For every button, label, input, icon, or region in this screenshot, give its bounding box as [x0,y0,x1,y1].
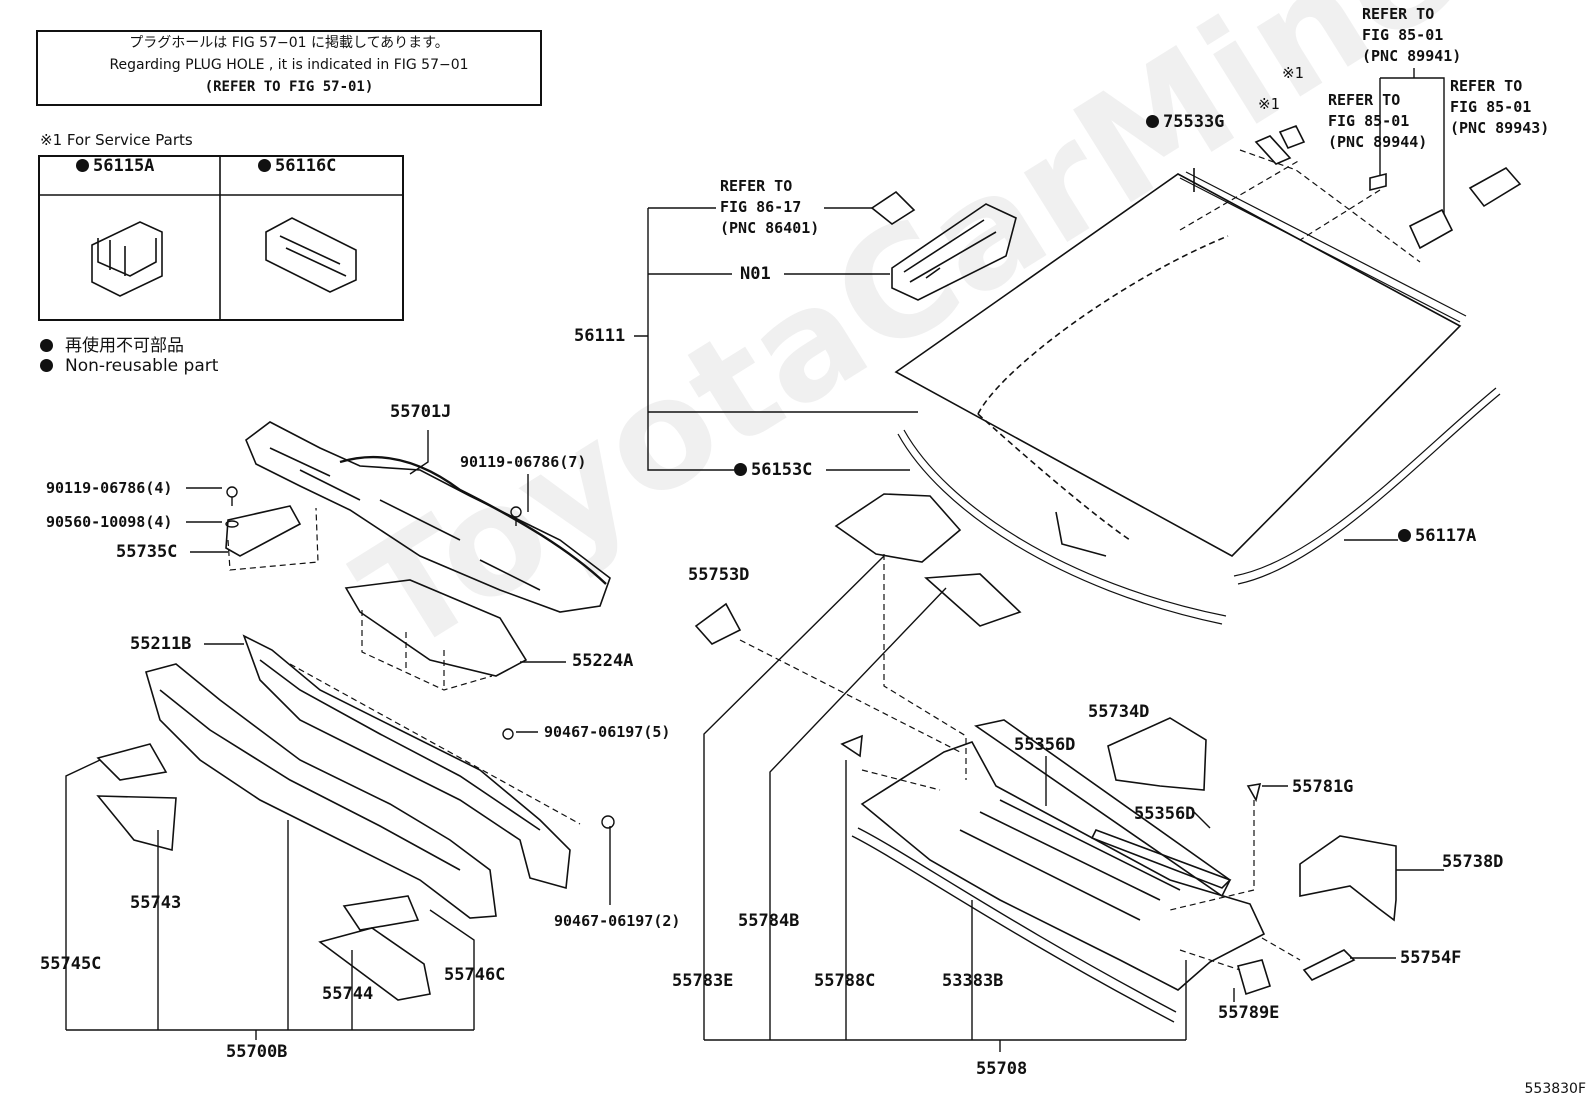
cowl-top-55701j-drawing [245,421,611,613]
clip-56116c-drawing [265,217,357,293]
ref-line: (PNC 89944) [1328,133,1428,151]
refer-pnc-89944[interactable]: REFER TO FIG 85-01 (PNC 89944) [1328,90,1427,153]
windshield-glass-drawing [894,173,1462,557]
part-55783e[interactable]: 55783E [672,971,734,991]
part-56116c[interactable]: 56116C [258,157,336,193]
cowl-louver-55708-drawing [860,741,1266,991]
service-parts-title: ※1 For Service Parts [40,131,193,149]
part-55211b[interactable]: 55211B [130,634,192,654]
part-55744[interactable]: 55744 [322,984,374,1004]
ref-line: REFER TO [720,177,793,195]
refer-pnc-89941[interactable]: REFER TO FIG 85-01 (PNC 89941) [1362,4,1461,67]
part-55708[interactable]: 55708 [976,1059,1028,1079]
part-55745c[interactable]: 55745C [40,954,102,974]
part-53383b[interactable]: 53383B [942,971,1004,991]
clip-90467-06197-5[interactable]: 90467-06197(5) [544,723,671,741]
refer-pnc-89943[interactable]: REFER TO FIG 85-01 (PNC 89943) [1450,76,1549,139]
part-55788c[interactable]: 55788C [814,971,876,991]
cowl-panel-55211b-drawing [242,634,571,890]
ref-line: (PNC 86401) [720,219,820,237]
part-56117a[interactable]: 56117A [1398,527,1476,545]
non-reusable-dot-icon [40,339,53,352]
part-55789e[interactable]: 55789E [1218,1003,1280,1023]
ref-line: (PNC 89943) [1450,119,1550,137]
ref-line: REFER TO [1450,77,1523,95]
figure-id: 553830F [1524,1081,1587,1097]
part-55743[interactable]: 55743 [130,893,182,913]
part-55753d[interactable]: 55753D [688,565,750,585]
part-55738d[interactable]: 55738D [1442,852,1504,872]
ref-line: REFER TO [1328,91,1401,109]
plug-hole-note: プラグホールは FIG 57−01 に掲載してあります。 Regarding P… [36,30,542,106]
service-parts-table: 56115A 56116C [38,155,404,321]
part-55356d-lower[interactable]: 55356D [1134,804,1196,824]
legend-jp-text: 再使用不可部品 [65,336,184,356]
clip-56115a-drawing [91,221,163,297]
part-55356d-upper[interactable]: 55356D [1014,735,1076,755]
part-55746c[interactable]: 55746C [444,965,506,985]
part-55734d[interactable]: 55734D [1088,702,1150,722]
part-55754f[interactable]: 55754F [1400,948,1462,968]
ref-line: FIG 85-01 [1328,112,1410,130]
note-jp: プラグホールは FIG 57−01 に掲載してあります。 [129,35,449,51]
part-55700b[interactable]: 55700B [226,1042,288,1062]
part-56111[interactable]: 56111 [574,326,626,346]
legend-en-text: Non-reusable part [65,356,219,376]
part-75533g[interactable]: 75533G [1146,113,1224,131]
refer-fig-86-17[interactable]: REFER TO FIG 86-17 (PNC 86401) [720,176,819,239]
service-mark-2: ※1 [1258,95,1280,113]
bolt-90119-06786-7[interactable]: 90119-06786(7) [460,453,587,471]
ref-line: REFER TO [1362,5,1435,23]
note-en: Regarding PLUG HOLE , it is indicated in… [109,57,469,73]
legend-jp: 再使用不可部品 [40,331,184,356]
part-55224a[interactable]: 55224A [572,651,634,671]
part-55784b[interactable]: 55784B [738,911,800,931]
ref-line: FIG 85-01 [1362,26,1444,44]
bolt-90119-06786-4[interactable]: 90119-06786(4) [46,479,173,497]
clip-90467-06197-2[interactable]: 90467-06197(2) [554,912,681,930]
part-56115a[interactable]: 56115A [76,157,154,193]
part-56153c[interactable]: 56153C [734,461,812,479]
ref-line: FIG 86-17 [720,198,802,216]
ref-line: (PNC 89941) [1362,47,1462,65]
cowl-panel-55700b-drawing [145,663,497,919]
ref-line: FIG 85-01 [1450,98,1532,116]
part-55735c[interactable]: 55735C [116,542,178,562]
non-reusable-dot-icon [40,359,53,372]
washer-90560-10098-4[interactable]: 90560-10098(4) [46,513,173,531]
note-ref: (REFER TO FIG 57-01) [204,79,374,95]
part-n01[interactable]: N01 [740,264,771,284]
service-mark-1: ※1 [1282,64,1304,82]
legend-en: Non-reusable part [40,356,218,376]
part-55701j[interactable]: 55701J [390,402,452,422]
part-55781g[interactable]: 55781G [1292,777,1354,797]
